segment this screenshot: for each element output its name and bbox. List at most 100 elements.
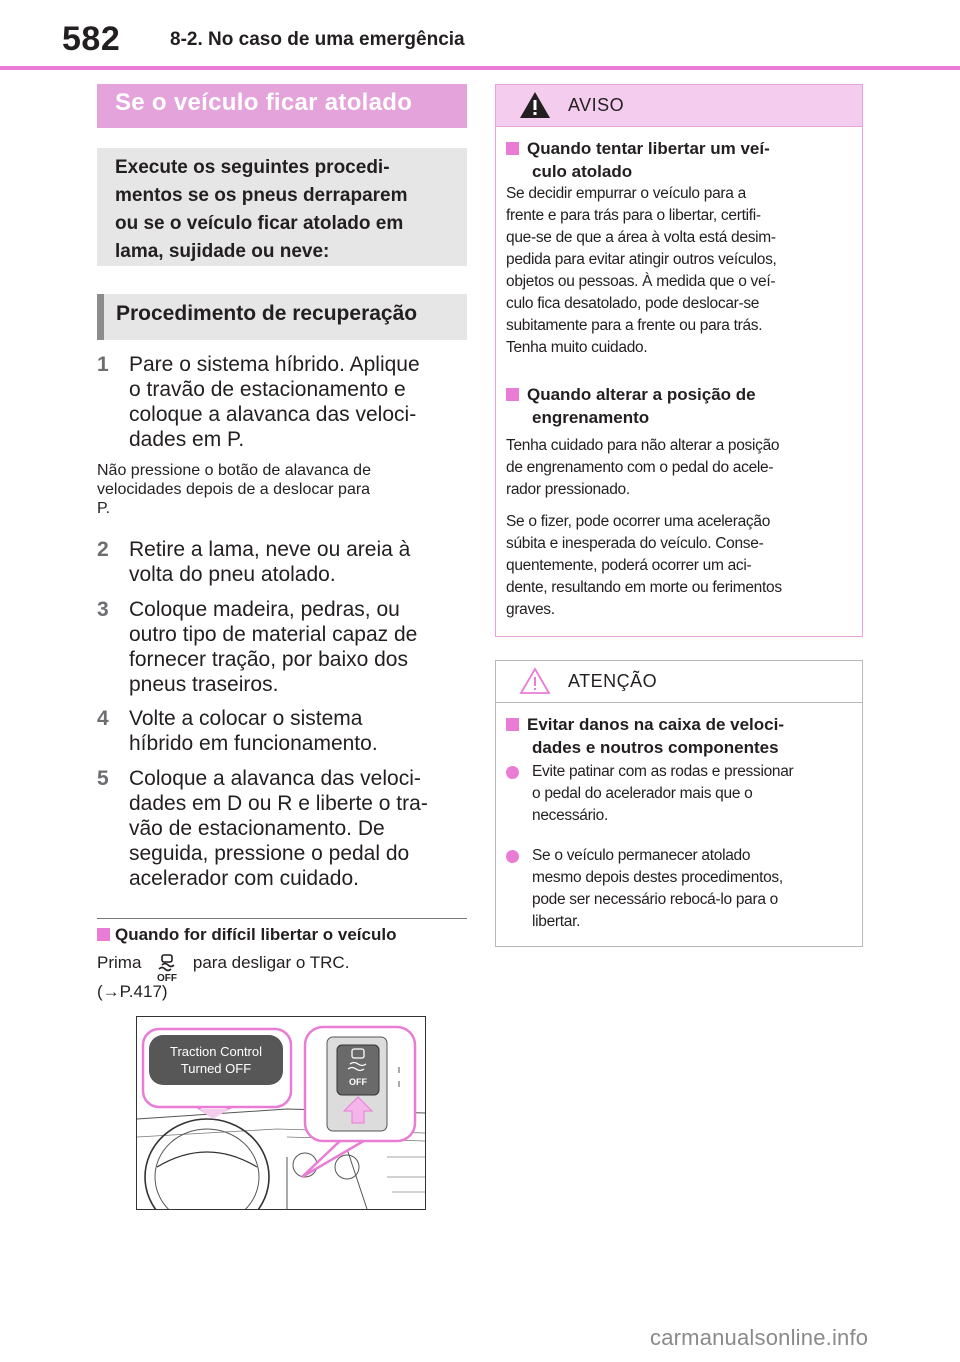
intro-line: lama, sujidade ou neve: — [115, 241, 330, 262]
intro-line: ou se o veículo ficar atolado em — [115, 213, 404, 234]
notice-bullet: Se o veículo permanecer atolado mesmo de… — [506, 845, 846, 933]
paragraph-line: dente, resultando em morte ou ferimentos — [506, 579, 782, 596]
note-line: Não pressione o botão de alavanca de — [97, 462, 371, 479]
warning-paragraph: Se o fizer, pode ocorrer uma aceleração … — [506, 511, 846, 621]
subsection-heading: Quando for difícil libertar o veículo — [97, 925, 396, 945]
step-1: 1 Pare o sistema híbrido. Aplique o trav… — [97, 352, 469, 452]
warning-title: AVISO — [568, 95, 625, 115]
bubble-text-line1: Traction Control — [170, 1044, 262, 1059]
subheading-line: dades e noutros componentes — [532, 738, 779, 757]
page-reference: (→P.417) — [97, 982, 168, 1001]
page-number: 582 — [62, 20, 121, 58]
paragraph-line: Se decidir empurrar o veículo para a — [506, 185, 746, 202]
intro-line: Execute os seguintes procedi- — [115, 157, 390, 178]
subheading-line: engrenamento — [532, 408, 650, 427]
notice-title: ATENÇÃO — [568, 671, 658, 691]
step-number: 1 — [97, 353, 109, 376]
paragraph-line: Tenha cuidado para não alterar a posição — [506, 437, 780, 454]
warning-box: AVISO Quando tentar libertar um veí- cul… — [495, 84, 863, 637]
step-number: 2 — [97, 538, 109, 561]
step-line: dades em P. — [129, 428, 245, 451]
caution-triangle-icon — [518, 666, 552, 701]
notice-bullet: Evite patinar com as rodas e pressionar … — [506, 761, 846, 827]
intro-line: mentos se os pneus derraparem — [115, 185, 408, 206]
prima-text: Prima — [97, 953, 142, 972]
square-bullet-icon — [506, 388, 519, 401]
paragraph-line: Tenha muito cuidado. — [506, 339, 648, 356]
watermark: carmanualsonline.info — [650, 1325, 869, 1350]
section-title: 8-2. No caso de uma emergência — [170, 29, 465, 50]
notice-box: ATENÇÃO Evitar danos na caixa de veloci-… — [495, 660, 863, 947]
step-number: 5 — [97, 767, 109, 790]
warning-subheading: Quando tentar libertar um veí- culo atol… — [506, 137, 836, 183]
bullet-line: Se o veículo permanecer atolado — [532, 847, 751, 864]
dashboard-drawing: Traction Control Turned OFF OFF — [136, 1017, 426, 1236]
paragraph-line: quentemente, poderá ocorrer um aci- — [506, 557, 752, 574]
step-4: 4 Volte a colocar o sistema híbrido em f… — [97, 706, 469, 756]
bullet-line: necessário. — [532, 807, 608, 824]
trc-off-icon: OFF — [150, 954, 184, 984]
paragraph-line: de engrenamento com o pedal do acele- — [506, 459, 774, 476]
step-line: vão de estacionamento. De — [129, 817, 385, 840]
paragraph-line: rador pressionado. — [506, 481, 630, 498]
round-bullet-icon — [506, 850, 519, 863]
subheading-line: Evitar danos na caixa de veloci- — [527, 715, 785, 734]
step-line: fornecer tração, por baixo dos — [129, 648, 408, 671]
square-bullet-icon — [97, 928, 110, 941]
bullet-line: mesmo depois destes procedimentos, — [532, 869, 783, 886]
step-line: volta do pneu atolado. — [129, 563, 336, 586]
step-line: híbrido em funcionamento. — [129, 732, 378, 755]
paragraph-line: Se o fizer, pode ocorrer uma aceleração — [506, 513, 771, 530]
note-line: velocidades depois de a deslocar para — [97, 481, 371, 498]
subsection-title: Quando for difícil libertar o veículo — [115, 925, 397, 944]
warning-subheading: Quando alterar a posição de engrenamento — [506, 383, 836, 429]
paragraph-line: subitamente para a frente ou para trás. — [506, 317, 763, 334]
bullet-line: libertar. — [532, 913, 581, 930]
bullet-line: pode ser necessário rebocá-lo para o — [532, 891, 778, 908]
step-line: seguida, pressione o pedal do — [129, 842, 410, 865]
step-line: acelerador com cuidado. — [129, 867, 359, 890]
icon-off-label: OFF — [157, 973, 177, 982]
warning-triangle-icon — [518, 90, 552, 125]
square-bullet-icon — [506, 718, 519, 731]
subsection-divider — [97, 918, 467, 919]
paragraph-line: pedida para evitar atingir outros veícul… — [506, 251, 777, 268]
step-number: 3 — [97, 598, 109, 621]
step-number: 4 — [97, 707, 109, 730]
trc-instruction: Prima OFF para desligar o TRC. (→P.417) — [97, 953, 467, 1002]
header-divider — [0, 66, 960, 70]
step-line: Coloque madeira, pedras, ou — [129, 598, 400, 621]
intro-box: Execute os seguintes procedi- mentos se … — [97, 148, 467, 266]
bullet-line: Evite patinar com as rodas e pressionar — [532, 763, 794, 780]
paragraph-line: que-se de que a área à volta está desim- — [506, 229, 776, 246]
step-1-note: Não pressione o botão de alavanca de vel… — [97, 461, 467, 518]
bullet-line: o pedal do acelerador mais que o — [532, 785, 753, 802]
step-line: Volte a colocar o sistema — [129, 707, 363, 730]
notice-header: ATENÇÃO — [496, 661, 862, 703]
subheading-line: culo atolado — [532, 162, 633, 181]
warning-paragraph: Se decidir empurrar o veículo para a fre… — [506, 183, 846, 359]
warning-header: AVISO — [496, 85, 862, 127]
paragraph-line: culo fica desatolado, pode deslocar-se — [506, 295, 760, 312]
step-line: o travão de estacionamento e — [129, 378, 406, 401]
button-off-label: OFF — [349, 1077, 367, 1087]
square-bullet-icon — [506, 142, 519, 155]
subheading-line: Quando alterar a posição de — [527, 385, 756, 404]
paragraph-line: graves. — [506, 601, 555, 618]
step-line: pneus traseiros. — [129, 673, 279, 696]
paragraph-line: objetos ou pessoas. À medida que o veí- — [506, 273, 776, 290]
step-2: 2 Retire a lama, neve ou areia à volta d… — [97, 537, 469, 587]
prima-after-text: para desligar o TRC. — [192, 953, 350, 972]
step-line: outro tipo de material capaz de — [129, 623, 418, 646]
bubble-text-line2: Turned OFF — [181, 1061, 251, 1076]
round-bullet-icon — [506, 766, 519, 779]
procedure-heading: Procedimento de recuperação — [97, 294, 467, 340]
subheading-line: Quando tentar libertar um veí- — [527, 139, 770, 158]
notice-subheading: Evitar danos na caixa de veloci- dades e… — [506, 713, 836, 759]
step-line: Pare o sistema híbrido. Aplique — [129, 353, 420, 376]
paragraph-line: frente e para trás para o libertar, cert… — [506, 207, 761, 224]
step-line: coloque a alavanca das veloci- — [129, 403, 417, 426]
step-3: 3 Coloque madeira, pedras, ou outro tipo… — [97, 597, 469, 697]
paragraph-line: súbita e inesperada do veículo. Conse- — [506, 535, 764, 552]
step-line: Coloque a alavanca das veloci- — [129, 767, 421, 790]
